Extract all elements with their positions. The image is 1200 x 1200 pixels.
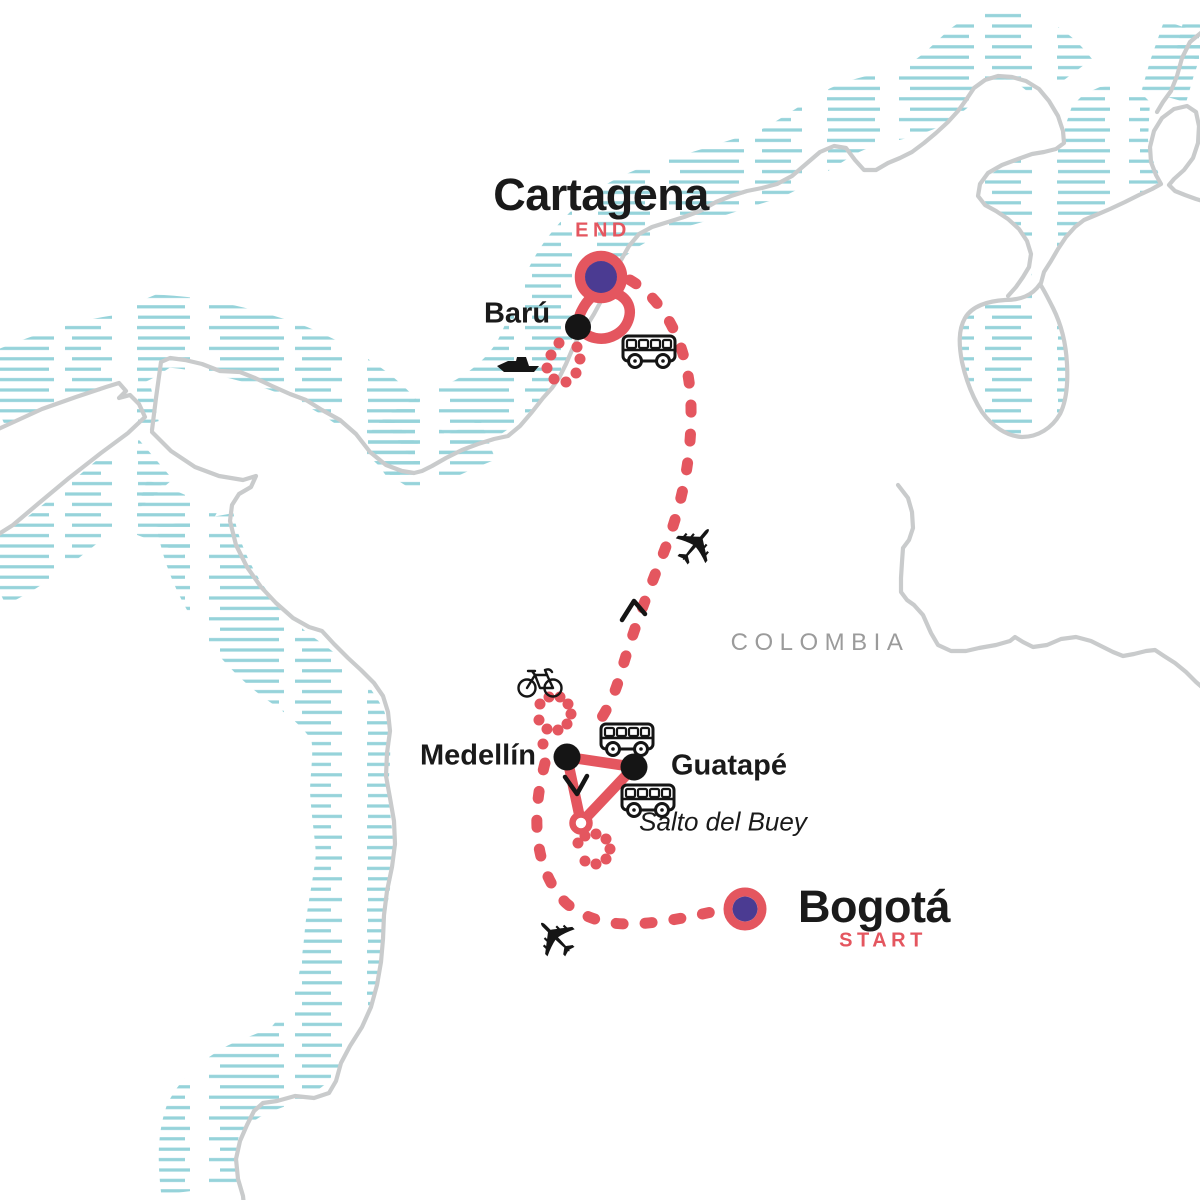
bogota-label: Bogotá bbox=[798, 881, 950, 932]
coast-top-right bbox=[1154, 30, 1200, 115]
route-loop-cartagena-baru bbox=[573, 286, 636, 344]
salto-del-buey-marker bbox=[569, 811, 593, 835]
baru-label: Barú bbox=[483, 297, 551, 330]
coast-pacific bbox=[149, 429, 398, 1200]
plane-icon: ✈ bbox=[657, 507, 737, 585]
guatape-label: Guatapé bbox=[670, 749, 788, 782]
bogota-start-tag: START bbox=[839, 929, 927, 952]
bus-icon bbox=[621, 334, 677, 369]
start-marker-bogota bbox=[723, 887, 767, 931]
route-direction-arrow-north bbox=[619, 598, 648, 623]
lake-maracaibo-water bbox=[959, 284, 1068, 437]
route-flight-bogota-medellin bbox=[531, 757, 722, 930]
coastlines bbox=[0, 30, 1200, 1200]
cartagena-label: Cartagena bbox=[493, 169, 709, 220]
route-direction-arrow-south bbox=[562, 773, 590, 797]
country-label: COLOMBIA bbox=[730, 629, 910, 656]
bus-icon bbox=[599, 722, 655, 757]
gulf-of-venezuela-water bbox=[981, 85, 1160, 281]
lake-maracaibo-outline bbox=[957, 281, 1070, 440]
end-marker-cartagena bbox=[574, 250, 628, 304]
coast-central-america bbox=[0, 380, 148, 536]
medellin-label: Medellín bbox=[419, 739, 537, 772]
guatape-marker bbox=[620, 753, 648, 781]
baru-marker bbox=[565, 314, 591, 340]
route-bike-loop-medellin bbox=[533, 691, 577, 750]
city-markers bbox=[553, 250, 767, 931]
river bbox=[895, 482, 1200, 689]
salto-del-buey-label: Salto del Buey bbox=[639, 806, 807, 837]
cartagena-end-tag: END bbox=[575, 219, 631, 242]
transport-icons: ✈ ✈ bbox=[497, 334, 737, 976]
plane-icon: ✈ bbox=[517, 896, 596, 975]
route-flight-medellin-cartagena bbox=[584, 274, 697, 739]
route-loop-salto bbox=[572, 828, 616, 870]
coast-caribbean bbox=[149, 73, 1200, 476]
bicycle-icon bbox=[517, 668, 563, 698]
medellin-marker bbox=[553, 743, 581, 771]
route-boat-loop-baru bbox=[541, 337, 586, 388]
